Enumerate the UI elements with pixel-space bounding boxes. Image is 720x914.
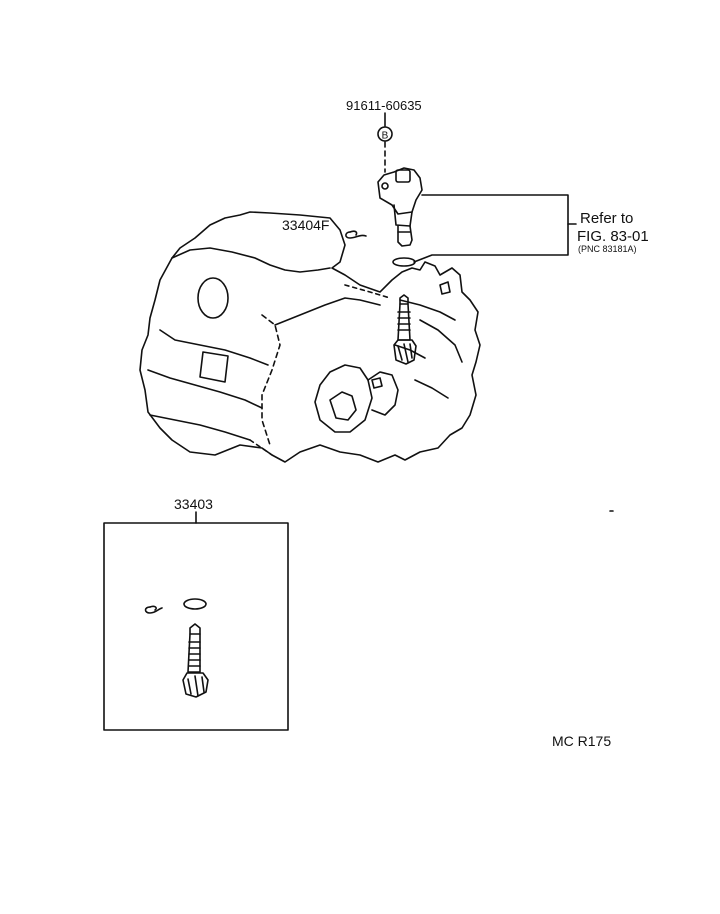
transaxle-housing <box>139 211 481 463</box>
kit-part-number: 33403 <box>174 496 213 512</box>
reference-text-line1: Refer to <box>580 210 634 227</box>
kit-driven-gear-icon <box>182 623 209 698</box>
bolt-marker-letter: B <box>382 131 389 142</box>
reference-text-line2: FIG. 83-01 <box>577 228 649 245</box>
clip-icon <box>345 230 367 239</box>
o-ring-icon <box>392 257 416 267</box>
reference-bracket <box>413 194 577 263</box>
driven-gear-icon <box>393 294 417 365</box>
speed-sensor-icon <box>377 167 423 247</box>
kit-clip-icon <box>144 605 163 614</box>
bolt-part-number: 91611-60635 <box>346 98 422 113</box>
reference-text-line3: (PNC 83181A) <box>578 244 637 254</box>
illustration-code: MC R175 <box>552 733 612 749</box>
clip-part-number: 33404F <box>282 217 330 233</box>
kit-o-ring-icon <box>183 598 207 610</box>
kit-box <box>103 511 289 731</box>
bolt-marker-circle <box>377 126 393 142</box>
